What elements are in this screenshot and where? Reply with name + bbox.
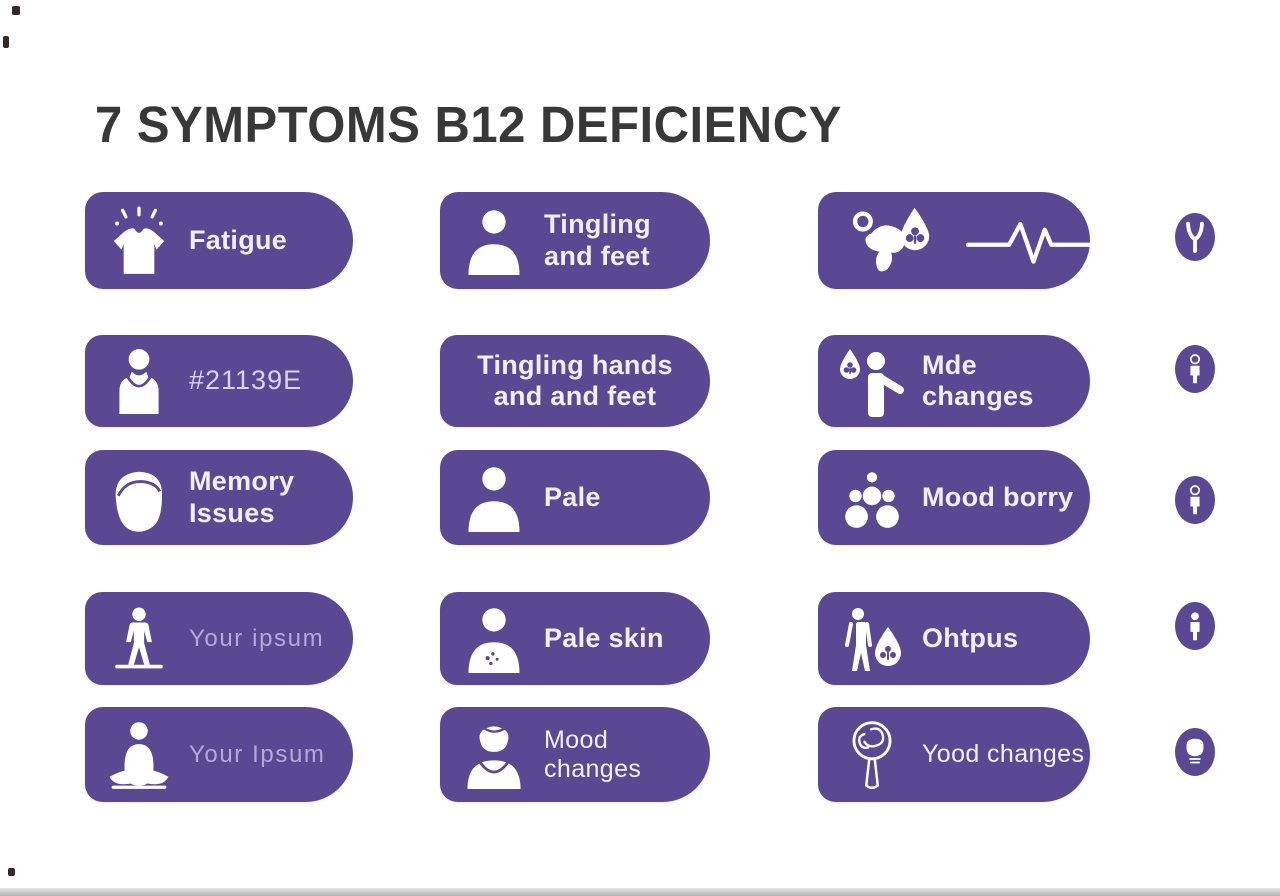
symptom-card-pale: Pale	[440, 450, 710, 545]
brain-magnifier-icon	[832, 717, 912, 793]
card-label: Tingling hands	[477, 349, 673, 380]
card-label: Mde	[922, 349, 977, 380]
card-label: Your Ipsum	[189, 740, 326, 768]
tank-top-person-icon	[99, 348, 179, 414]
card-label: Ohtpus	[922, 622, 1019, 653]
person-droplet-icon	[832, 606, 912, 672]
meditating-person-icon	[99, 720, 179, 790]
person-bust-icon	[454, 464, 534, 532]
bubbles-icon	[832, 465, 912, 531]
fatigue-shirt-icon	[99, 206, 179, 276]
side-badge	[1175, 476, 1215, 524]
symptom-card-heartbeat	[818, 192, 1115, 289]
artifact-speck	[8, 868, 15, 876]
page-title: 7 SYMPTOMS B12 DEFICIENCY	[95, 97, 842, 154]
person-icon	[1182, 608, 1208, 644]
symptom-card-fatigue: Fatigue	[85, 192, 353, 289]
symptom-card-yood-changes: Yood changes	[818, 707, 1090, 802]
card-label: Pale	[544, 481, 601, 512]
artifact-speck	[12, 6, 20, 15]
side-badge	[1175, 728, 1215, 776]
card-label: Mood borry	[922, 481, 1074, 512]
symptom-card-ohtpus: Ohtpus	[818, 592, 1090, 685]
side-badge	[1175, 213, 1215, 261]
standing-person-icon	[99, 606, 179, 672]
symptom-card-placeholder-2: Your Ipsum	[85, 707, 353, 802]
organ-droplet-icon	[832, 202, 962, 280]
y-glyph-icon	[1181, 220, 1209, 254]
artifact-speck	[3, 36, 9, 48]
card-label: Your ipsum	[189, 624, 325, 652]
face-icon	[1181, 734, 1209, 770]
card-label: Mood changes	[544, 725, 642, 783]
person-bust-icon	[454, 207, 534, 275]
card-label: Pale skin	[544, 622, 664, 653]
symptom-card-placeholder-1: Your ipsum	[85, 592, 353, 685]
side-badge	[1175, 602, 1215, 650]
face-icon	[99, 463, 179, 533]
symptom-card-mood-borry: Mood borry	[818, 450, 1090, 545]
side-badge	[1175, 345, 1215, 393]
card-label: #21139E	[189, 365, 303, 396]
heartbeat-icon	[966, 212, 1116, 270]
symptom-card-mood-changes: Mood changes	[440, 707, 710, 802]
bottom-edge	[0, 888, 1280, 896]
symptom-card-code: #21139E	[85, 335, 353, 427]
card-label: Memory	[189, 466, 295, 497]
person-icon	[1182, 351, 1208, 387]
card-label: Tingling	[544, 209, 651, 240]
card-label: Yood changes	[922, 740, 1085, 768]
person-icon	[1182, 482, 1208, 518]
droplet-person-icon	[832, 345, 912, 417]
person-bust-spots-icon	[454, 605, 534, 673]
card-label: Fatigue	[189, 224, 288, 255]
person-bust-hair-icon	[454, 721, 534, 789]
symptom-card-pale-skin: Pale skin	[440, 592, 710, 685]
